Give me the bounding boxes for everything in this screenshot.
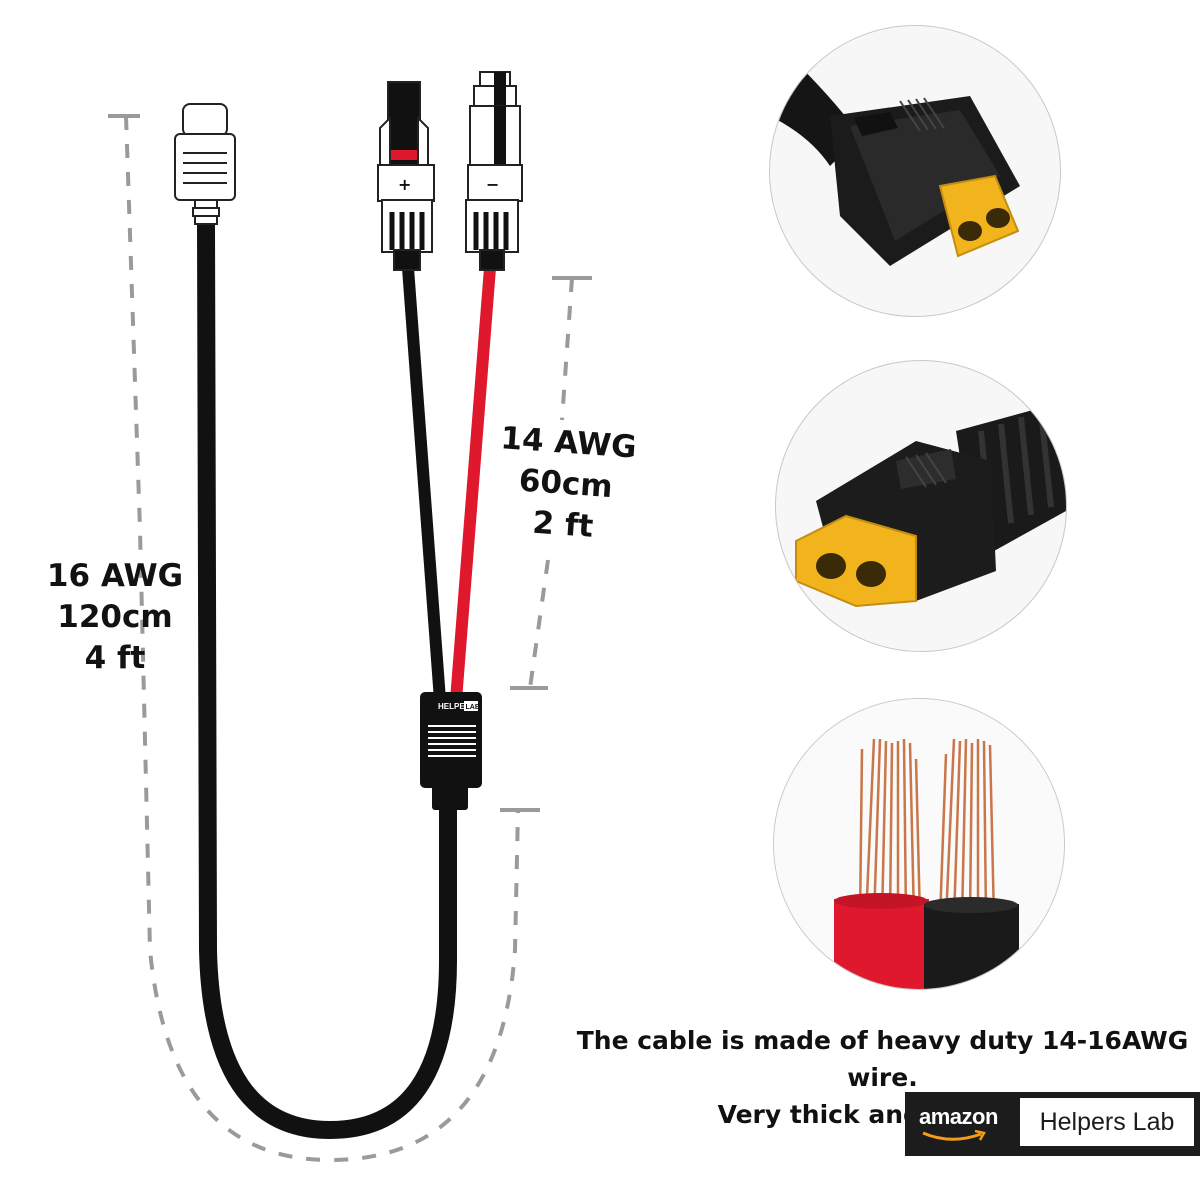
copper-wire-icon [774, 699, 1064, 989]
main-cable [197, 216, 457, 1140]
positive-connector-icon: + [377, 81, 435, 271]
copper-wire-closeup-photo [773, 698, 1065, 990]
xt-connector-icon [770, 56, 1020, 266]
splitter-block: HELPERS LAB [420, 692, 482, 810]
long-lead-gauge: 16 AWG [46, 558, 184, 594]
long-lead-length-imperial: 4 ft [84, 640, 146, 676]
splitter-badge: LAB [466, 704, 480, 711]
lead-black [402, 267, 446, 701]
length-guide-long [108, 114, 540, 1163]
xt-connector-side-icon [795, 401, 1066, 608]
store-name: Helpers Lab [1020, 1098, 1194, 1146]
lead-red [450, 267, 496, 701]
splitter-brand: HELPERS [438, 702, 476, 711]
amazon-logo: amazon [919, 1104, 998, 1129]
usb-c-plug-icon [174, 103, 236, 225]
negative-marking: − [486, 175, 499, 194]
positive-marking: + [398, 175, 411, 194]
long-lead-spec: 16 AWG 120cm 4 ft [30, 556, 200, 679]
store-badge: amazon Helpers Lab [905, 1092, 1200, 1156]
short-lead-spec: 14 AWG 60cm 2 ft [487, 418, 645, 551]
amazon-smile-icon [922, 1129, 986, 1141]
caption-line-1: The cable is made of heavy duty 14-16AWG… [576, 1026, 1189, 1092]
length-guide-short [510, 276, 592, 690]
cable-diagram: HELPERS LAB + − [108, 71, 592, 1163]
connector-closeup-photo-1 [769, 25, 1061, 317]
connector-closeup-photo-2 [775, 360, 1067, 652]
negative-connector-icon: − [465, 71, 523, 271]
long-lead-length-metric: 120cm [57, 599, 173, 635]
